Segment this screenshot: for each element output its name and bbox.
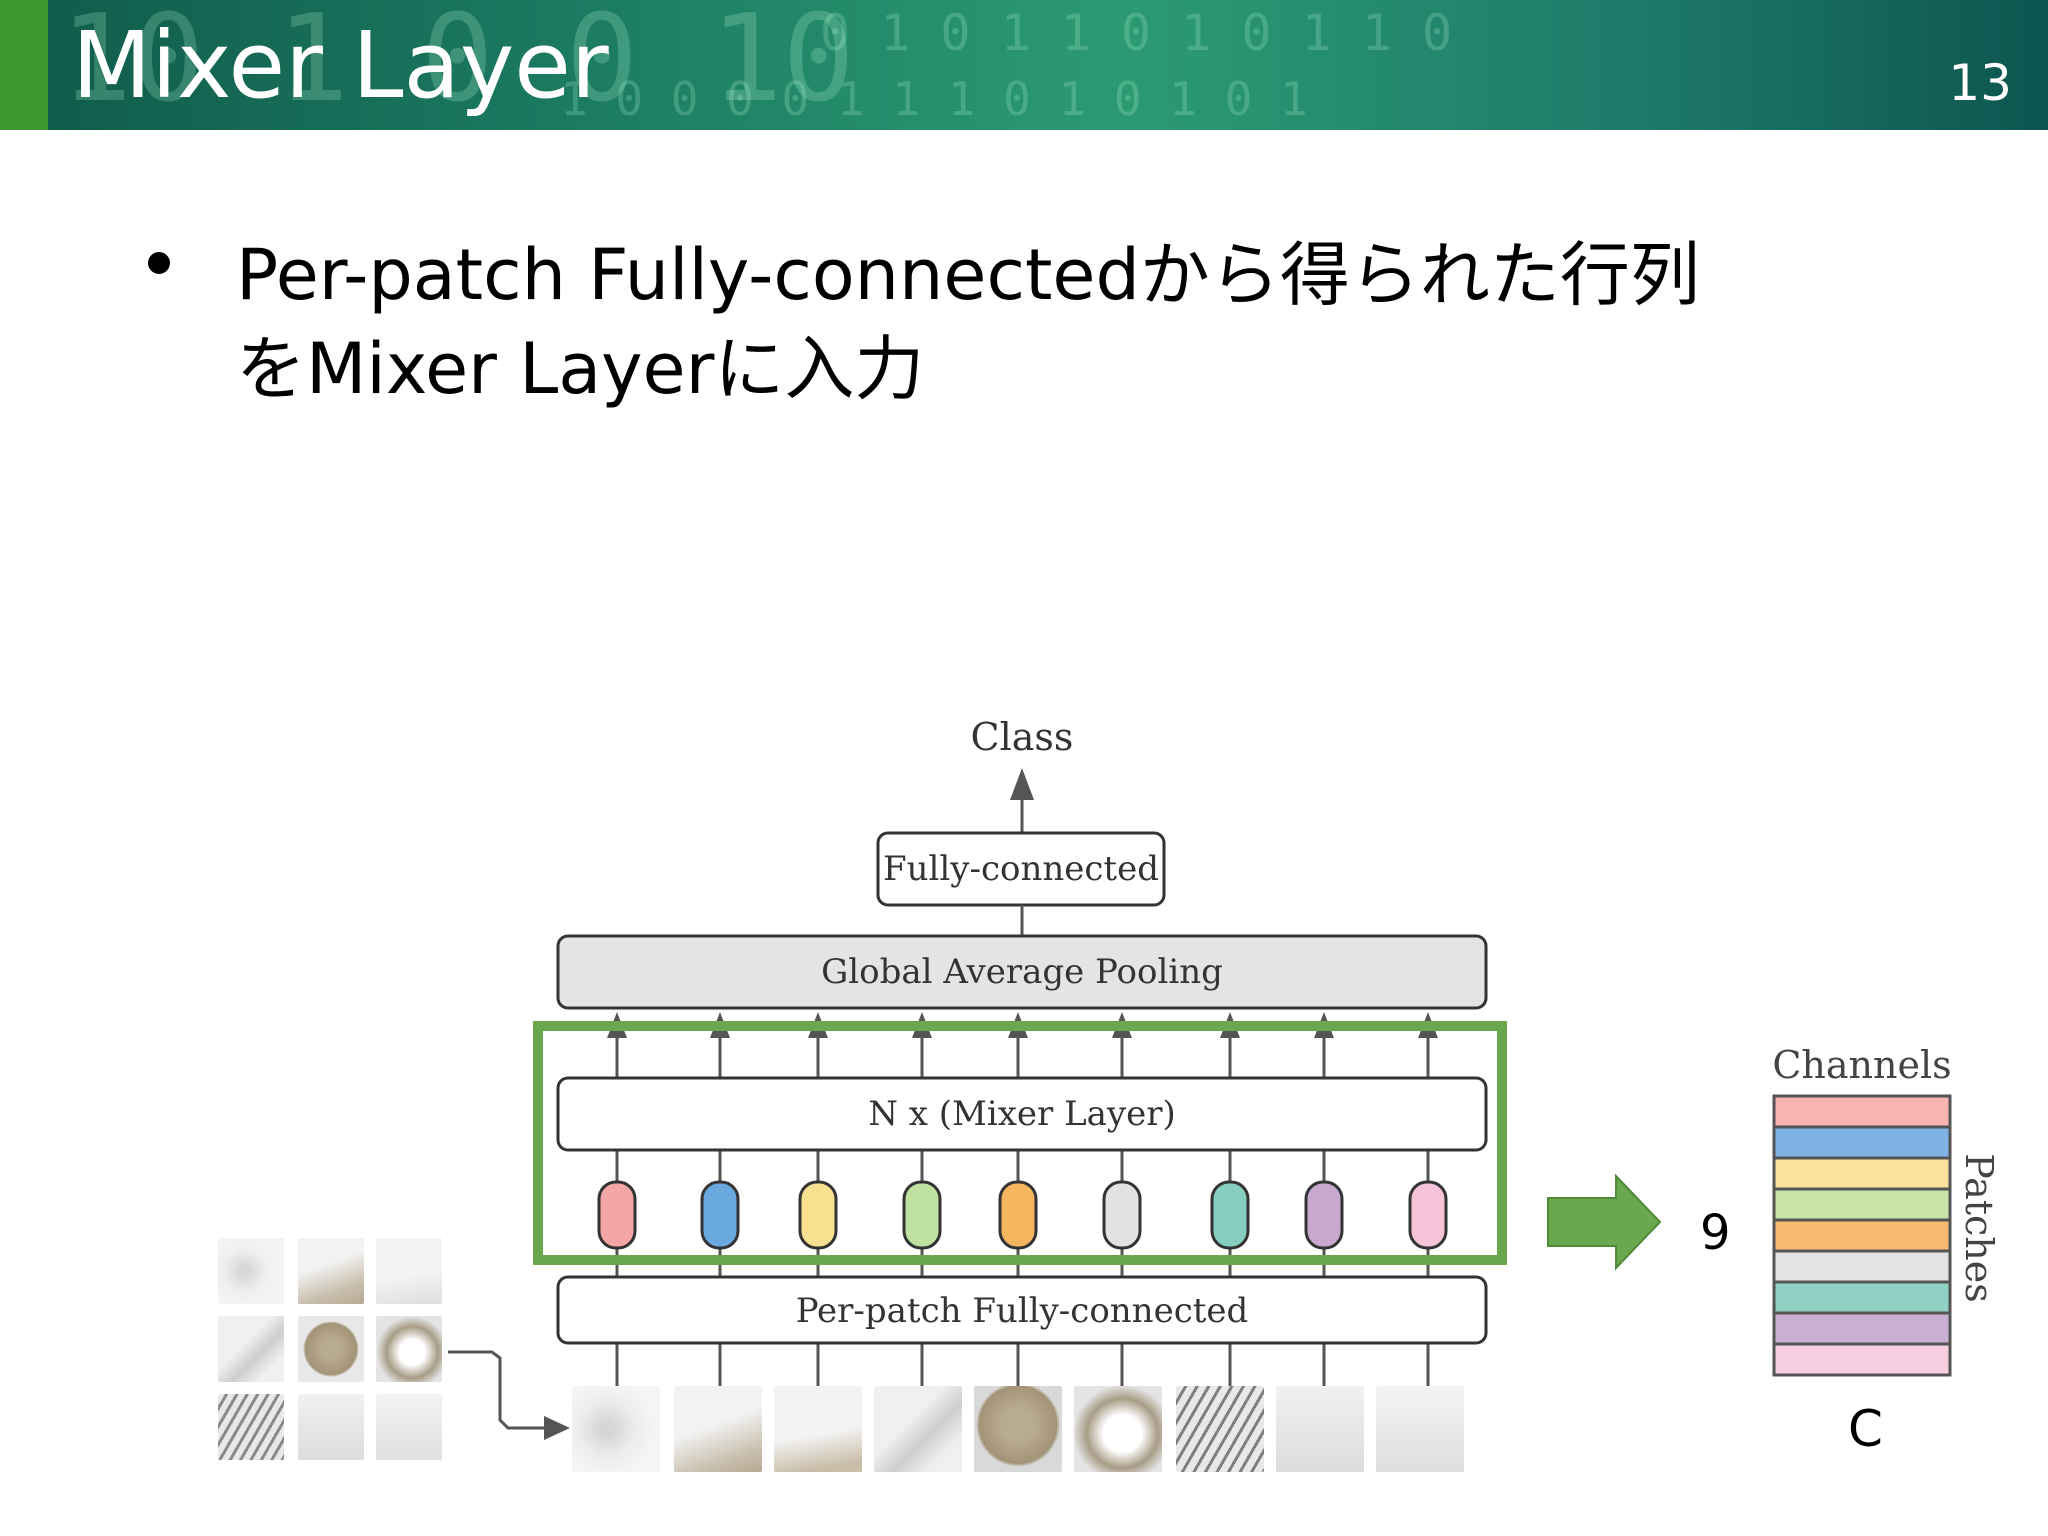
bullet-marker <box>148 252 170 274</box>
class-label: Class <box>971 715 1074 759</box>
sequence-patch <box>1176 1386 1264 1472</box>
sequence-patch <box>1276 1386 1364 1472</box>
token-embedding <box>1210 1180 1250 1250</box>
sequence-patch <box>1074 1386 1162 1472</box>
slide-title: Mixer Layer <box>72 12 609 119</box>
mixer-highlight-frame <box>533 1021 1507 1265</box>
header-binary-decoration-3: 0 1 0 1 1 0 1 0 1 1 0 <box>820 4 1453 62</box>
token-embedding <box>998 1180 1038 1250</box>
token-embedding <box>798 1180 838 1250</box>
token-embedding <box>902 1180 942 1250</box>
fully-connected-label: Fully-connected <box>883 849 1159 889</box>
matrix-row <box>1772 1249 1952 1284</box>
token-embedding <box>700 1180 740 1250</box>
bullet-line-1: Per-patch Fully-connectedから得られた行列 <box>236 234 1700 316</box>
image-patch <box>218 1316 284 1382</box>
image-patch <box>218 1394 284 1460</box>
sequence-patch <box>572 1386 660 1472</box>
bullet-text: Per-patch Fully-connectedから得られた行列 をMixer… <box>236 228 1876 416</box>
token-embedding <box>597 1180 637 1250</box>
image-patch <box>298 1316 364 1382</box>
matrix-row <box>1772 1187 1952 1222</box>
sequence-patch <box>1376 1386 1464 1472</box>
per-patch-fully-connected-label: Per-patch Fully-connected <box>796 1291 1249 1331</box>
sequence-patch <box>774 1386 862 1472</box>
matrix-row <box>1772 1280 1952 1315</box>
image-patch <box>376 1316 442 1382</box>
grid-to-sequence-arrowhead <box>544 1416 570 1440</box>
matrix-row <box>1772 1218 1952 1253</box>
token-embedding <box>1408 1180 1448 1250</box>
page-number: 13 <box>1948 54 2012 112</box>
slide-header: 10 1 0 0 10 1 0 0 0 0 1 1 1 0 1 0 1 0 1 … <box>0 0 2048 130</box>
class-arrow-head <box>1010 768 1034 800</box>
global-average-pooling-label: Global Average Pooling <box>821 952 1223 992</box>
channels-label: Channels <box>1772 1043 1951 1087</box>
global-average-pooling-box <box>556 934 1488 1010</box>
image-patch <box>218 1238 284 1304</box>
per-patch-fully-connected-box <box>556 1275 1488 1345</box>
header-binary-decoration-2: 1 0 0 0 0 1 1 1 0 1 0 1 0 1 <box>560 72 1308 126</box>
sequence-patch <box>874 1386 962 1472</box>
matrix-row <box>1772 1125 1952 1160</box>
rows-count-label: 9 <box>1700 1205 1731 1261</box>
sequence-patch <box>674 1386 762 1472</box>
header-accent-bar <box>0 0 48 130</box>
matrix-row <box>1772 1342 1952 1377</box>
header-binary-decoration: 10 1 0 0 10 <box>60 0 855 129</box>
sequence-patch <box>974 1386 1062 1472</box>
columns-count-label: C <box>1848 1400 1883 1458</box>
token-embedding <box>1102 1180 1142 1250</box>
image-patch <box>298 1394 364 1460</box>
big-green-arrow-icon <box>1547 1173 1662 1271</box>
patches-label: Patches <box>1957 1153 2001 1303</box>
image-patch <box>376 1238 442 1304</box>
patch-channel-matrix <box>1772 1094 1952 1377</box>
token-embedding <box>1304 1180 1344 1250</box>
mixer-layer-label: N x (Mixer Layer) <box>868 1094 1176 1134</box>
image-patch <box>376 1394 442 1460</box>
mixer-layer-box <box>556 1076 1488 1152</box>
bullet-line-2: をMixer Layerに入力 <box>236 328 925 410</box>
matrix-row <box>1772 1156 1952 1191</box>
grid-to-sequence-arrow <box>448 1350 552 1430</box>
image-patch <box>298 1238 364 1304</box>
matrix-row <box>1772 1311 1952 1346</box>
matrix-row <box>1772 1094 1952 1129</box>
